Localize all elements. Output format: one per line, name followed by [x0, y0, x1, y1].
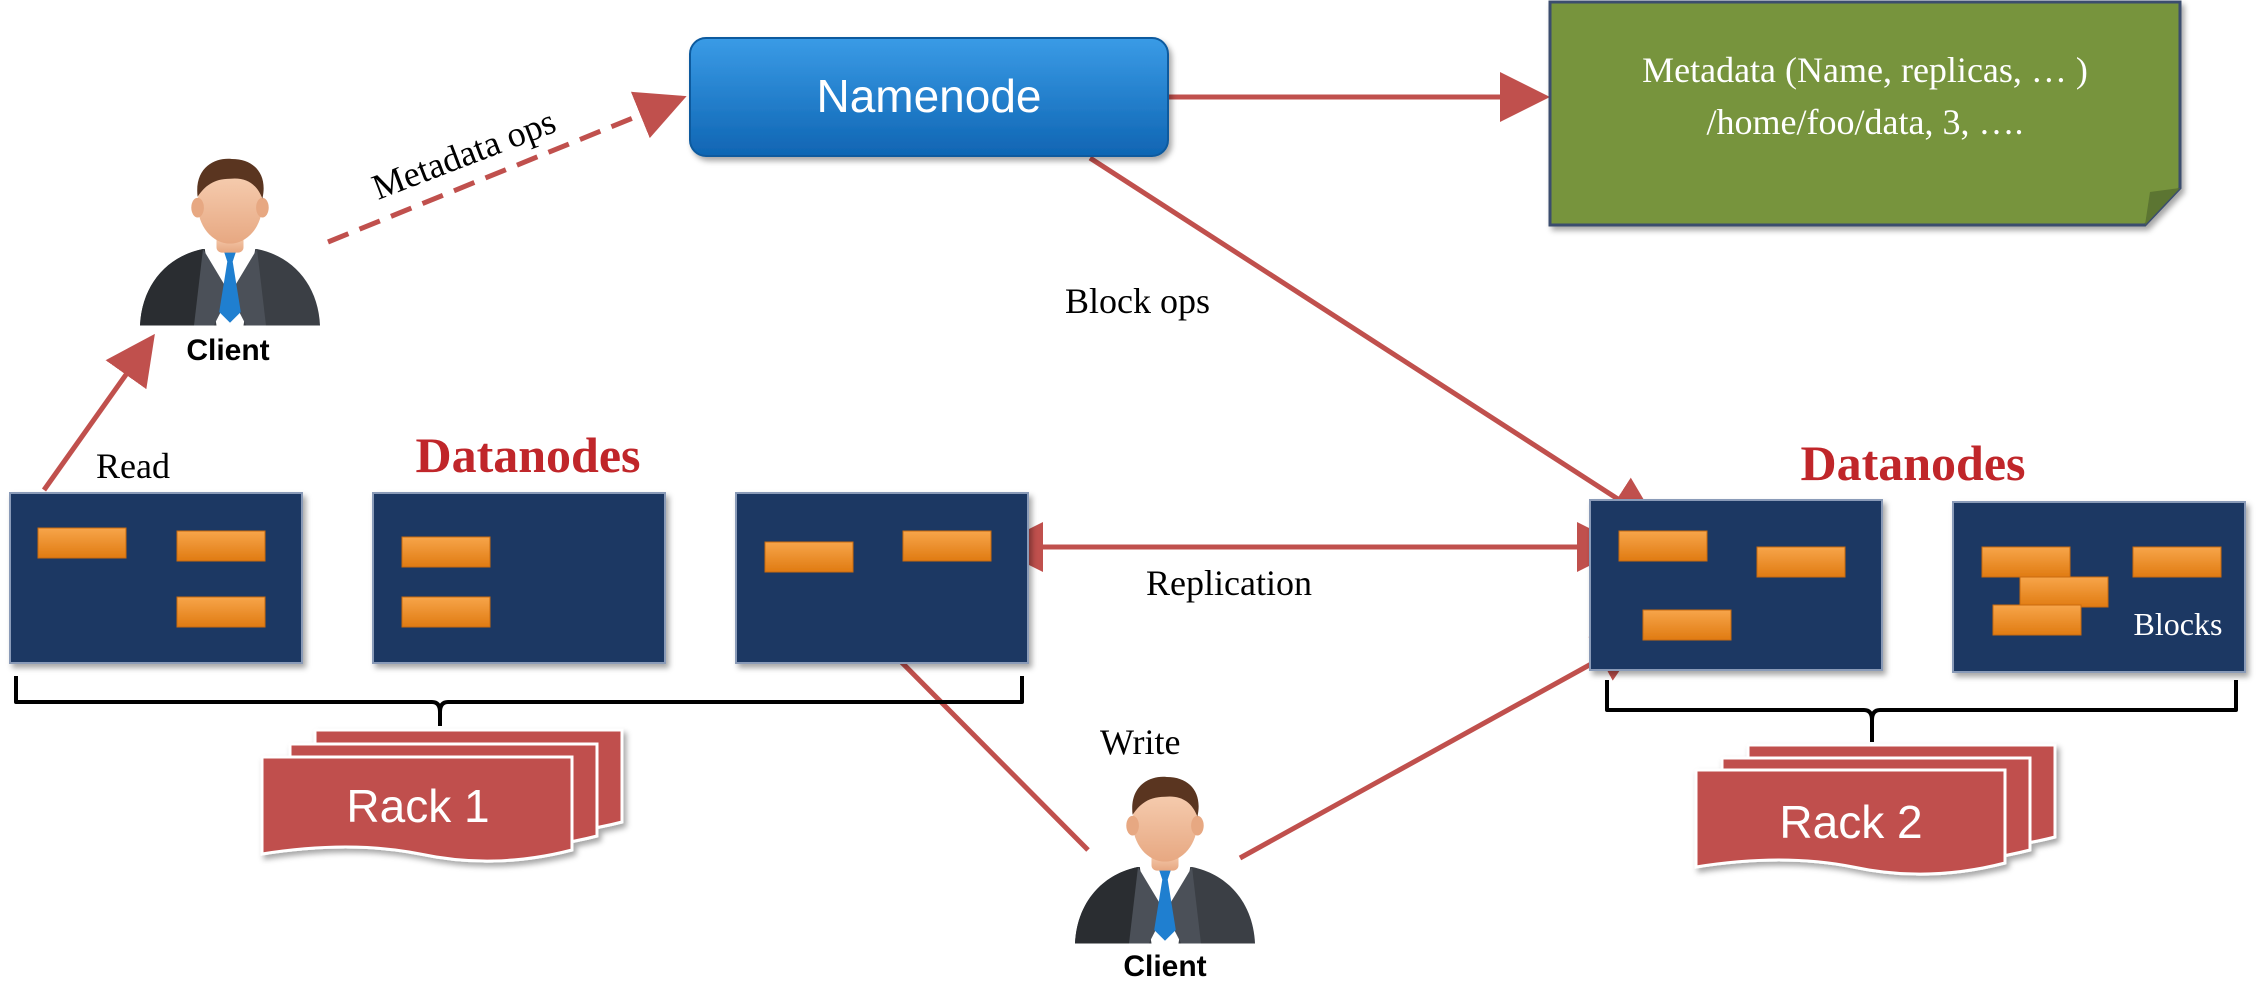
rack2-brace: [1605, 680, 2238, 742]
datanodes-title-rack2: Datanodes: [1800, 435, 2025, 491]
edges: [41, 72, 1660, 861]
rack1-brace: [14, 676, 1024, 726]
block: [1642, 609, 1732, 641]
metadata-ops-label: Metadata ops: [367, 101, 561, 207]
namenode-box: Namenode: [689, 37, 1169, 157]
datanodes-title-rack1: Datanodes: [415, 427, 640, 483]
block: [401, 596, 491, 628]
datanode-rack1-1: [9, 492, 303, 664]
block: [176, 530, 266, 562]
client-top-label: Client: [186, 334, 269, 367]
block-ops-arrow: [1088, 155, 1660, 526]
datanode-rack2-1: [1589, 499, 1883, 671]
namenode-label: Namenode: [816, 70, 1041, 122]
block: [764, 541, 854, 573]
block: [2019, 576, 2109, 608]
block: [401, 536, 491, 568]
rack2-label: Rack 2: [1779, 796, 1922, 848]
blocks-label: Blocks: [2134, 606, 2223, 642]
metadata-note: Metadata (Name, replicas, … ) /home/foo/…: [1548, 0, 2182, 227]
block: [176, 596, 266, 628]
replication-label: Replication: [1146, 563, 1312, 603]
metadata-note-line2: /home/foo/data, 3, ….: [1707, 102, 2024, 142]
block: [902, 530, 992, 562]
block-ops-label: Block ops: [1065, 281, 1210, 321]
rack1-stack: Rack 1: [260, 728, 624, 863]
datanode-rack1-2: [372, 492, 666, 664]
rack2-stack: Rack 2: [1694, 743, 2057, 876]
datanode-rack1-3: [735, 492, 1029, 664]
write-arrow-rack2: [1238, 634, 1645, 861]
datanode-rack2-2: Blocks: [1952, 501, 2246, 673]
block: [1756, 546, 1846, 578]
read-arrow: [41, 333, 155, 492]
client-bottom-label: Client: [1123, 950, 1206, 983]
client-bottom: Client: [1075, 776, 1255, 983]
write-label: Write: [1100, 722, 1181, 762]
block: [37, 527, 127, 559]
block: [1981, 546, 2071, 578]
block: [2132, 546, 2222, 578]
block: [1992, 604, 2082, 636]
client-top: Client: [140, 158, 320, 367]
metadata-note-line1: Metadata (Name, replicas, … ): [1642, 50, 2088, 90]
block: [1618, 530, 1708, 562]
rack1-label: Rack 1: [346, 780, 489, 832]
metadata-ops-arrow: [327, 91, 687, 245]
read-label: Read: [96, 446, 170, 486]
